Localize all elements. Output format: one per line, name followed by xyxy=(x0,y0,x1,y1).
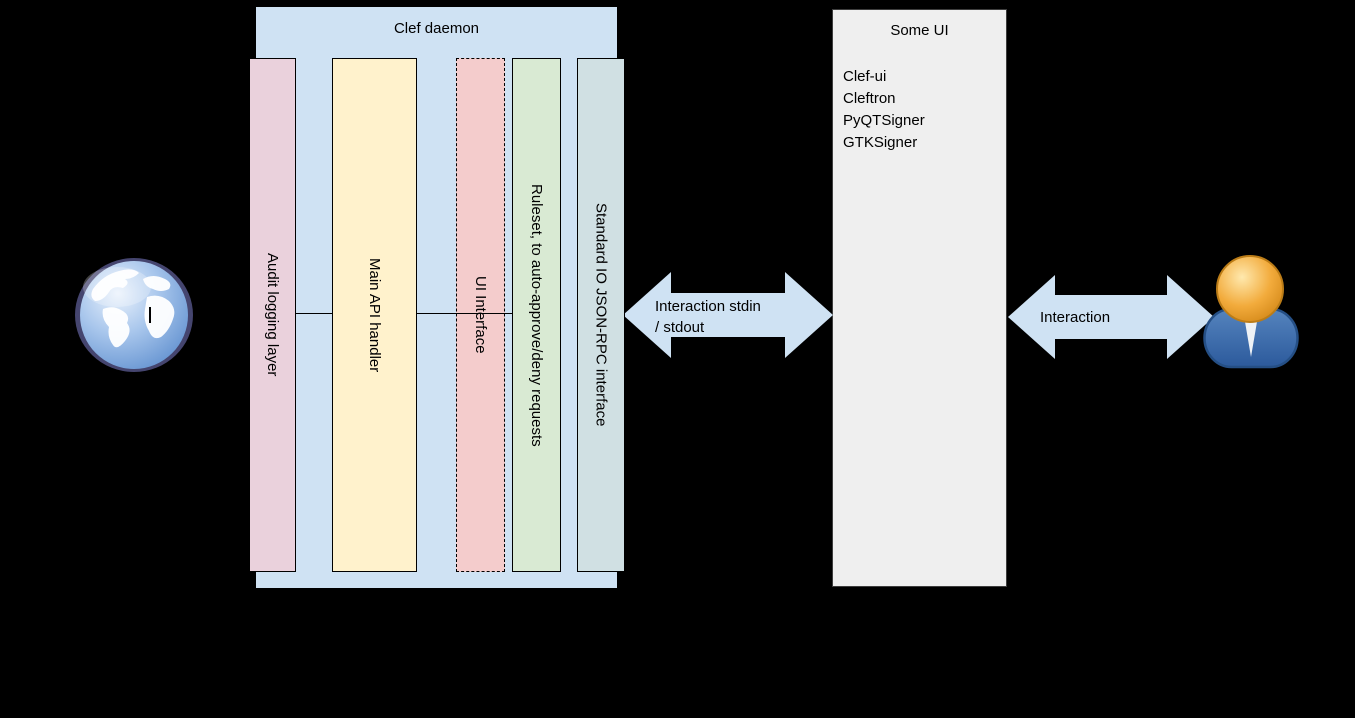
double-arrow-icon xyxy=(623,272,833,358)
list-item: GTKSigner xyxy=(843,134,918,151)
layer-stdio-jsonrpc: Standard IO JSON-RPC interface xyxy=(577,58,625,572)
layer-main-api-handler-label: Main API handler xyxy=(366,257,383,373)
list-item: Clef-ui xyxy=(843,68,887,85)
clef-daemon-title: Clef daemon xyxy=(393,20,480,37)
layer-ruleset: Ruleset, to auto-approve/deny requests xyxy=(512,58,561,572)
connector-line-audit-api xyxy=(296,313,333,314)
connector-line-api-ruleset xyxy=(417,313,513,314)
layer-ruleset-label: Ruleset, to auto-approve/deny requests xyxy=(528,183,545,447)
layer-ui-interface: UI Interface xyxy=(456,58,505,572)
clef-daemon-box xyxy=(256,7,617,588)
layer-main-api-handler: Main API handler xyxy=(332,58,417,572)
double-arrow-interaction: Interaction xyxy=(1008,275,1214,359)
double-arrow-stdio: Interaction stdin / stdout xyxy=(623,272,833,358)
list-item: PyQTSigner xyxy=(843,112,925,129)
globe-icon xyxy=(75,258,193,372)
arrow-label-interaction: Interaction xyxy=(1040,309,1111,326)
some-ui-title: Some UI xyxy=(890,22,949,39)
layer-stdio-jsonrpc-label: Standard IO JSON-RPC interface xyxy=(592,203,610,427)
some-ui-list: Clef-ui Cleftron PyQTSigner GTKSigner xyxy=(843,66,925,154)
some-ui-box xyxy=(832,9,1007,587)
layer-ui-interface-label: UI Interface xyxy=(472,276,489,354)
layer-audit-logging: Audit logging layer xyxy=(249,58,296,572)
double-arrow-icon xyxy=(1008,275,1214,359)
connector-tick xyxy=(149,307,151,323)
user-icon xyxy=(1203,255,1299,369)
arrow-label-stdio: Interaction stdin / stdout xyxy=(655,298,761,336)
layer-audit-logging-label: Audit logging layer xyxy=(264,253,281,377)
list-item: Cleftron xyxy=(843,90,896,107)
